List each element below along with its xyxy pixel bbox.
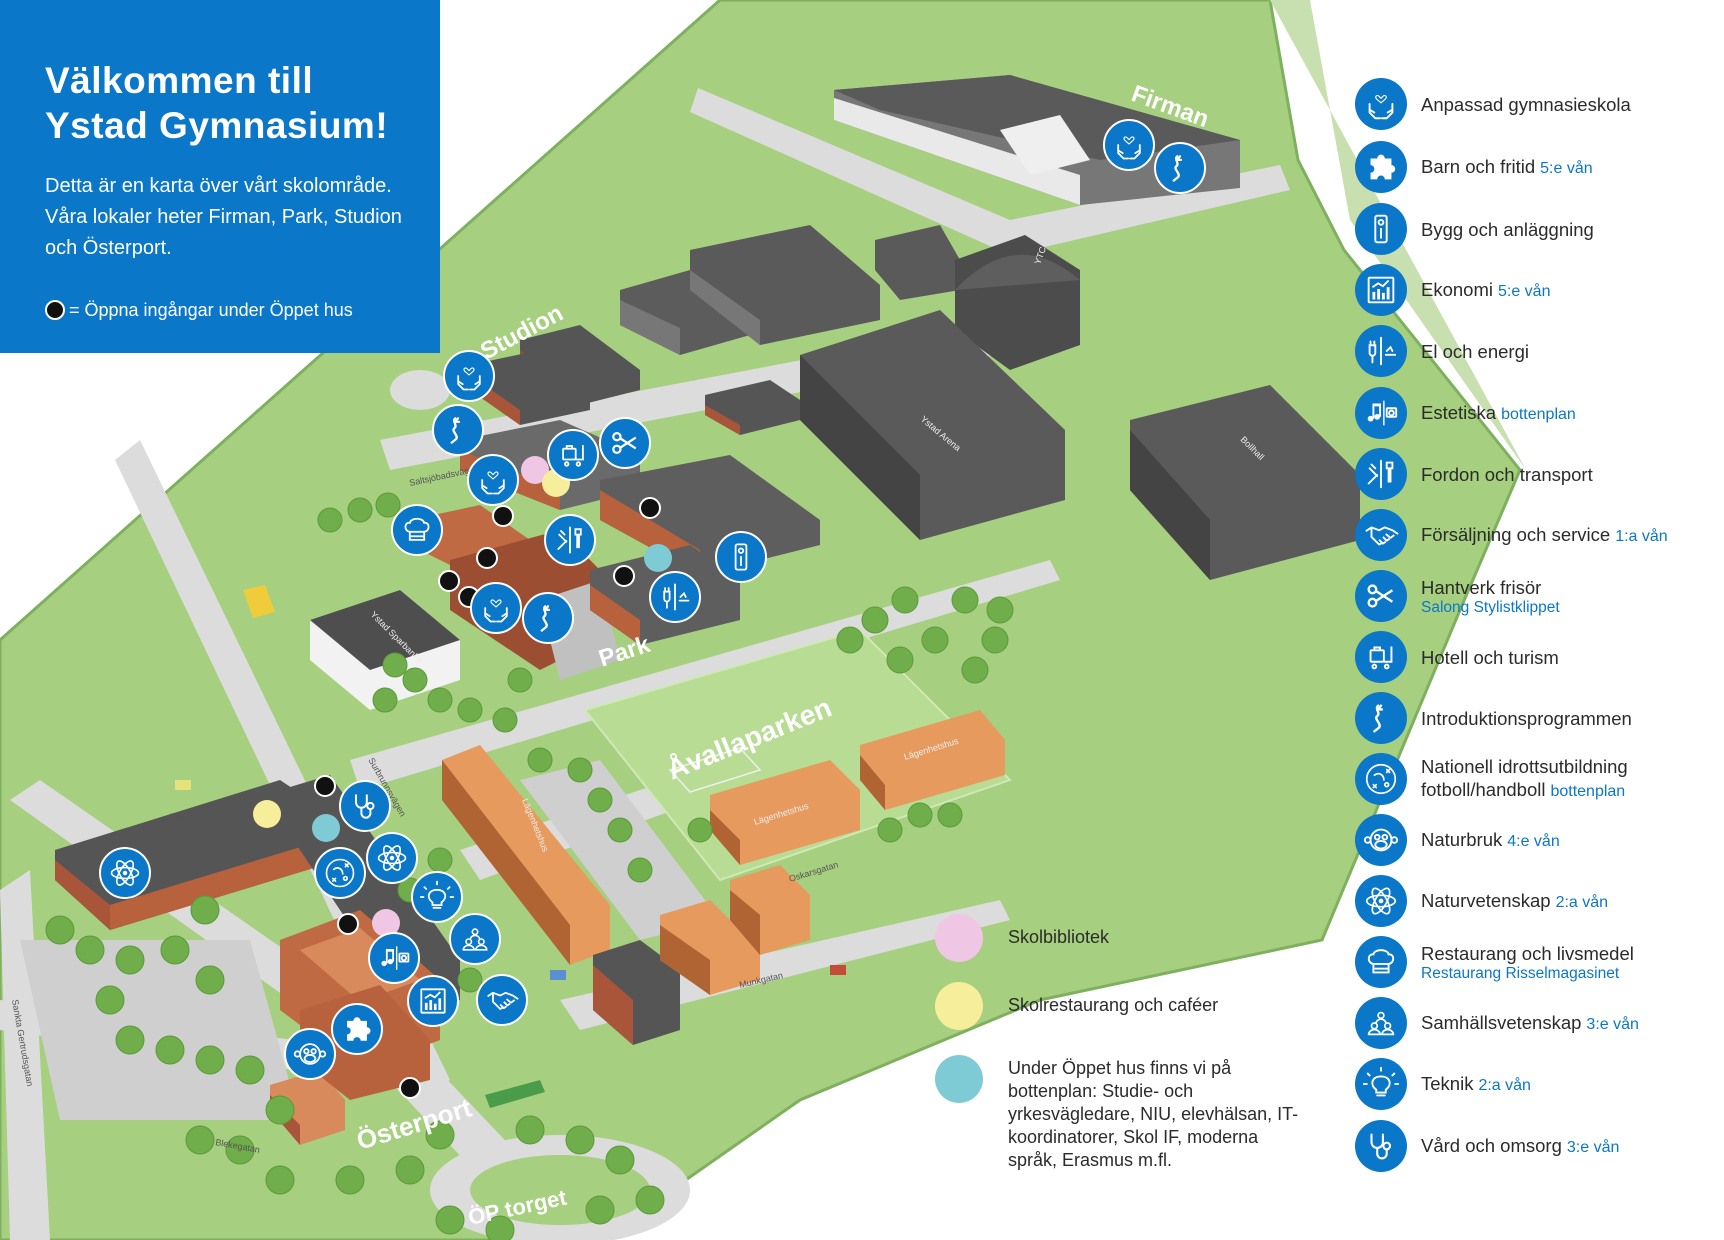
open-entrance-marker[interactable] — [438, 570, 460, 592]
level-tool-icon — [1355, 203, 1407, 255]
map-marker-introduktion[interactable] — [432, 404, 484, 456]
open-entrance-marker[interactable] — [613, 565, 635, 587]
key-library: Skolbibliotek — [935, 914, 1109, 962]
key-restaurant: Skolrestaurang och caféer — [935, 982, 1218, 1030]
music-camera-icon — [1355, 387, 1407, 439]
path-icon — [1355, 692, 1407, 744]
stethoscope-icon — [1355, 1120, 1407, 1172]
open-entrance-marker[interactable] — [337, 913, 359, 935]
map-marker-naturvetenskap[interactable] — [366, 832, 418, 884]
library-marker[interactable] — [521, 456, 549, 484]
bar-chart-icon — [1355, 264, 1407, 316]
people-icon — [1355, 997, 1407, 1049]
tactics-icon — [1355, 753, 1407, 805]
open-house-swatch — [935, 1055, 983, 1103]
map-marker-anpassad[interactable] — [443, 350, 495, 402]
map-marker-naturbruk[interactable] — [284, 1028, 336, 1080]
open-house-marker[interactable] — [644, 544, 672, 572]
monkey-icon — [1355, 814, 1407, 866]
map-marker-anpassad[interactable] — [1103, 119, 1155, 171]
legend-item-anpassad[interactable]: Anpassad gymnasieskola — [1355, 78, 1631, 130]
scissors-icon — [1355, 570, 1407, 622]
plug-icon — [1355, 325, 1407, 377]
map-marker-introduktion[interactable] — [1154, 142, 1206, 194]
map-marker-vard[interactable] — [339, 780, 391, 832]
map-marker-naturvetenskap[interactable] — [99, 847, 151, 899]
legend-item-fordon[interactable]: Fordon och transport — [1355, 448, 1593, 500]
map-marker-teknik[interactable] — [411, 871, 463, 923]
hands-heart-icon — [1355, 78, 1407, 130]
map-marker-el[interactable] — [649, 571, 701, 623]
open-entrance-note: = Öppna ingångar under Öppet hus — [45, 299, 353, 321]
handshake-icon — [1355, 509, 1407, 561]
tools-icon — [1355, 448, 1407, 500]
open-entrance-marker[interactable] — [476, 547, 498, 569]
map-marker-estetiska[interactable] — [368, 932, 420, 984]
puzzle-icon — [1355, 141, 1407, 193]
map-marker-fordon[interactable] — [544, 514, 596, 566]
map-marker-barn[interactable] — [331, 1003, 383, 1055]
restaurant-swatch — [935, 982, 983, 1030]
map-marker-forsaljning[interactable] — [476, 974, 528, 1026]
map-marker-bygg[interactable] — [715, 531, 767, 583]
map-marker-samhall[interactable] — [449, 913, 501, 965]
restaurant-marker[interactable] — [253, 800, 281, 828]
atom-icon — [1355, 875, 1407, 927]
open-entrance-marker[interactable] — [492, 505, 514, 527]
map-marker-anpassad[interactable] — [470, 582, 522, 634]
lightbulb-icon — [1355, 1058, 1407, 1110]
map-marker-ekonomi[interactable] — [407, 975, 459, 1027]
library-marker[interactable] — [372, 909, 400, 937]
legend-item-introduktion[interactable]: Introduktionsprogrammen — [1355, 692, 1632, 744]
map-marker-idrott[interactable] — [314, 847, 366, 899]
map-marker-restaurang[interactable] — [391, 504, 443, 556]
open-house-marker[interactable] — [312, 814, 340, 842]
open-entrance-marker[interactable] — [399, 1077, 421, 1099]
luggage-cart-icon — [1355, 631, 1407, 683]
open-entrance-dot-icon — [45, 300, 65, 320]
open-entrance-marker[interactable] — [639, 497, 661, 519]
map-marker-introduktion[interactable] — [522, 592, 574, 644]
map-marker-anpassad[interactable] — [467, 454, 519, 506]
key-open-house: Under Öppet hus finns vi på bottenplan: … — [935, 1055, 1308, 1172]
legend-item-el[interactable]: El och energi — [1355, 325, 1529, 377]
legend-item-hotell[interactable]: Hotell och turism — [1355, 631, 1559, 683]
open-entrance-marker[interactable] — [314, 775, 336, 797]
legend-item-bygg[interactable]: Bygg och anläggning — [1355, 203, 1594, 255]
map-marker-frisor[interactable] — [599, 417, 651, 469]
library-swatch — [935, 914, 983, 962]
map-marker-hotell[interactable] — [547, 429, 599, 481]
chef-hat-icon — [1355, 936, 1407, 988]
intro-description: Detta är en karta över vårt skolområde. … — [45, 175, 402, 259]
